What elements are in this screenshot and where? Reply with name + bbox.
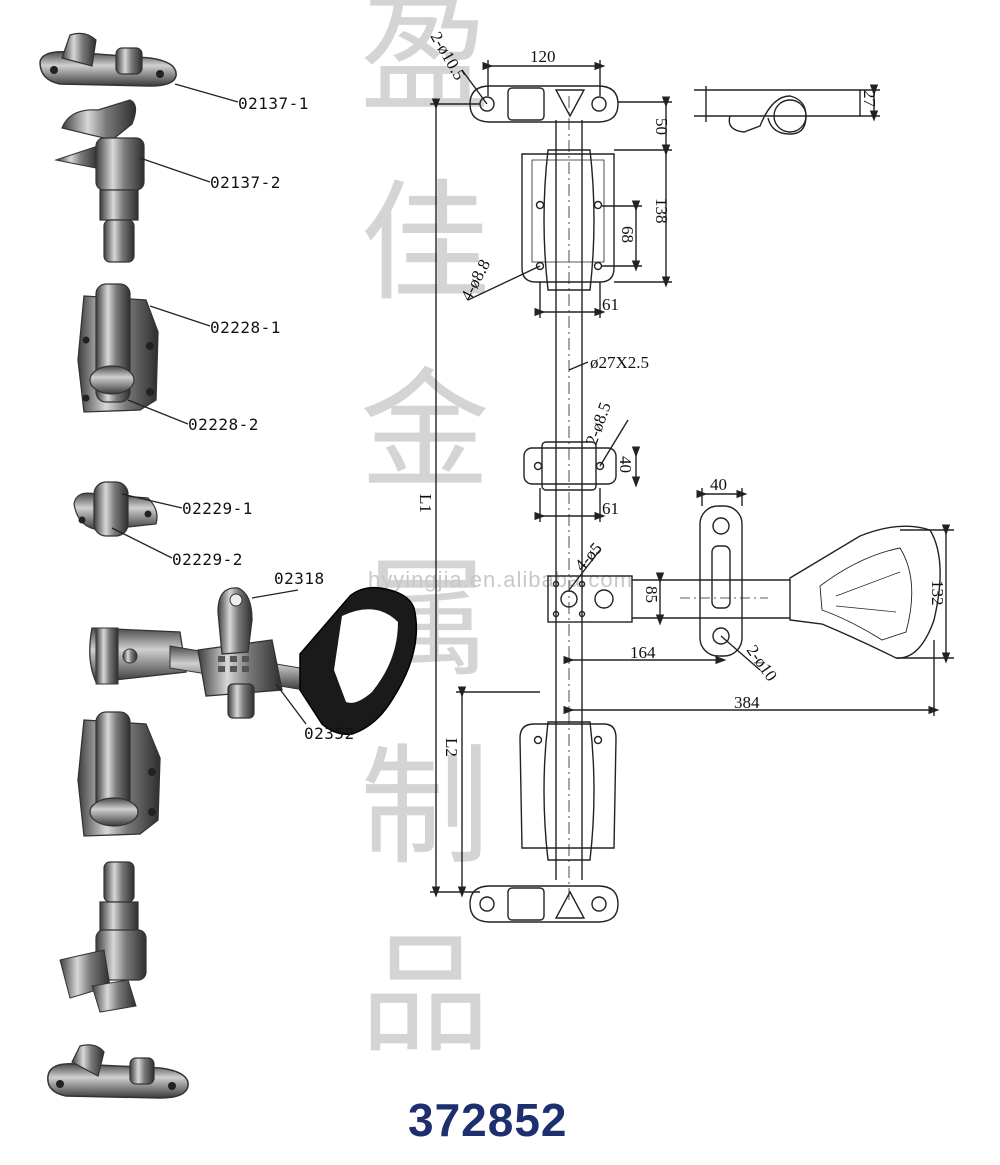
- part-photo-02137-2: [54, 99, 145, 263]
- leader-guide-holes: [467, 265, 541, 301]
- drawing-top-bracket: [469, 85, 619, 123]
- part-callout: 02137-2: [210, 173, 281, 192]
- part-callout: 02228-2: [188, 415, 259, 434]
- part-photos: [39, 32, 418, 1099]
- dim-label: 40: [710, 475, 727, 494]
- part-photo-lower-bolt: [59, 861, 147, 1013]
- dim-label: 2-ø10: [743, 641, 781, 684]
- part-callout: 02318: [274, 569, 325, 588]
- drawing-side-view: [694, 84, 880, 135]
- dim-label: 68: [618, 226, 637, 243]
- dim-label: 138: [652, 198, 671, 224]
- drawing-mid-guide: [523, 441, 617, 491]
- part-photo-lower-bracket: [47, 1044, 189, 1099]
- main-drawing: [430, 60, 954, 923]
- watermark-char: 品: [360, 919, 491, 1071]
- part-photo-02137-1: [39, 32, 177, 87]
- dim-label: 384: [734, 693, 760, 712]
- leader-top-holes: [461, 69, 488, 105]
- part-callout: 02229-2: [172, 550, 243, 569]
- dim-label: 85: [642, 586, 661, 603]
- watermark-char: 佳: [360, 167, 491, 319]
- leader-hub-holes: [568, 549, 601, 591]
- part-photo-handle-assembly: [89, 586, 418, 736]
- drawing-bottom-bracket: [469, 885, 619, 923]
- part-callout: 02228-1: [210, 318, 281, 337]
- drawing-hub: [547, 575, 633, 623]
- model-number: 372852: [408, 1094, 568, 1146]
- dim-label: L2: [442, 738, 461, 757]
- dim-label: L1: [416, 494, 435, 513]
- callout-leaders: [111, 83, 307, 725]
- dim-label: ø27X2.5: [590, 353, 649, 372]
- dim-label: 50: [652, 118, 671, 135]
- part-photo-02228: [77, 283, 159, 413]
- watermark-char: 金: [360, 355, 491, 507]
- part-callout: 02137-1: [238, 94, 309, 113]
- dim-label: 61: [602, 499, 619, 518]
- dim-label: 61: [602, 295, 619, 314]
- part-callout: 02352: [304, 724, 355, 743]
- dim-label: 132: [928, 580, 947, 606]
- leader-rod: [568, 361, 589, 371]
- part-callout: 02229-1: [182, 499, 253, 518]
- watermark-char: 盈: [360, 0, 491, 131]
- part-photo-lower-guide: [77, 711, 161, 837]
- dim-label: 40: [616, 456, 635, 473]
- dim-label: 2-ø10.5: [427, 29, 470, 84]
- dim-label: 4-ø5: [571, 539, 606, 575]
- dim-label: 4-ø8.8: [457, 256, 494, 304]
- drawing-lower-guide: [519, 721, 617, 861]
- leader-clip-holes: [720, 635, 761, 671]
- dim-label: 27: [860, 90, 879, 108]
- dim-label: 164: [630, 643, 656, 662]
- part-photo-02229: [73, 481, 158, 537]
- watermark-char: 制: [360, 731, 491, 883]
- leader-mid-holes: [599, 419, 629, 467]
- dim-label: 120: [530, 47, 556, 66]
- watermark-url: hyyingjia.en.alibaba.com: [368, 567, 633, 592]
- dim-label: 2-ø8.5: [582, 400, 615, 448]
